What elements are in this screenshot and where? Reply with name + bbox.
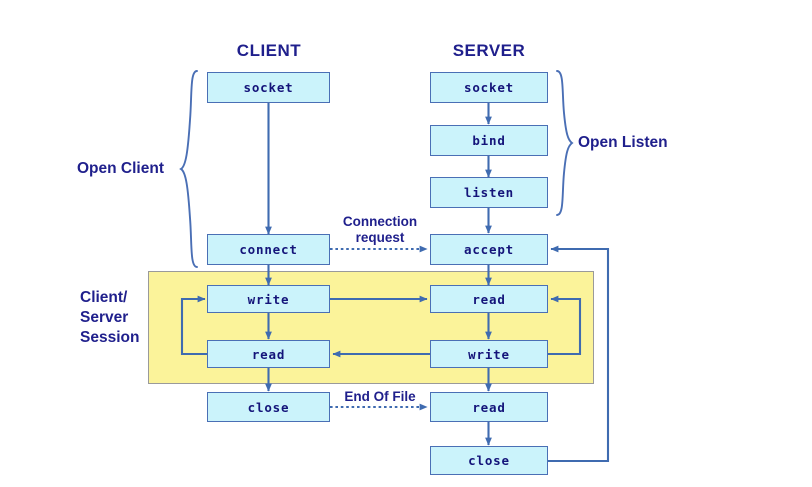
group-label-open-listen: Open Listen [578, 134, 668, 151]
node-server-socket[interactable]: socket [430, 72, 548, 103]
node-server-listen[interactable]: listen [430, 177, 548, 208]
column-title-server: SERVER [452, 41, 526, 60]
node-server-write[interactable]: write [430, 340, 548, 368]
node-server-bind[interactable]: bind [430, 125, 548, 156]
node-client-connect[interactable]: connect [207, 234, 330, 265]
node-client-write[interactable]: write [207, 285, 330, 313]
node-server-close[interactable]: close [430, 446, 548, 475]
brace-open-client [179, 70, 198, 268]
group-label-client-server-session: Client/ Server Session [80, 289, 140, 346]
node-server-accept[interactable]: accept [430, 234, 548, 265]
node-server-read[interactable]: read [430, 285, 548, 313]
node-client-socket[interactable]: socket [207, 72, 330, 103]
column-title-client: CLIENT [236, 41, 302, 60]
brace-open-listen [556, 70, 574, 216]
edge-label-end-of-file: End Of File [344, 389, 416, 404]
node-client-close[interactable]: close [207, 392, 330, 422]
group-label-open-client: Open Client [77, 160, 164, 177]
node-client-read[interactable]: read [207, 340, 330, 368]
edge-label-connection-request: Connection request [342, 214, 418, 245]
node-server-read2[interactable]: read [430, 392, 548, 422]
